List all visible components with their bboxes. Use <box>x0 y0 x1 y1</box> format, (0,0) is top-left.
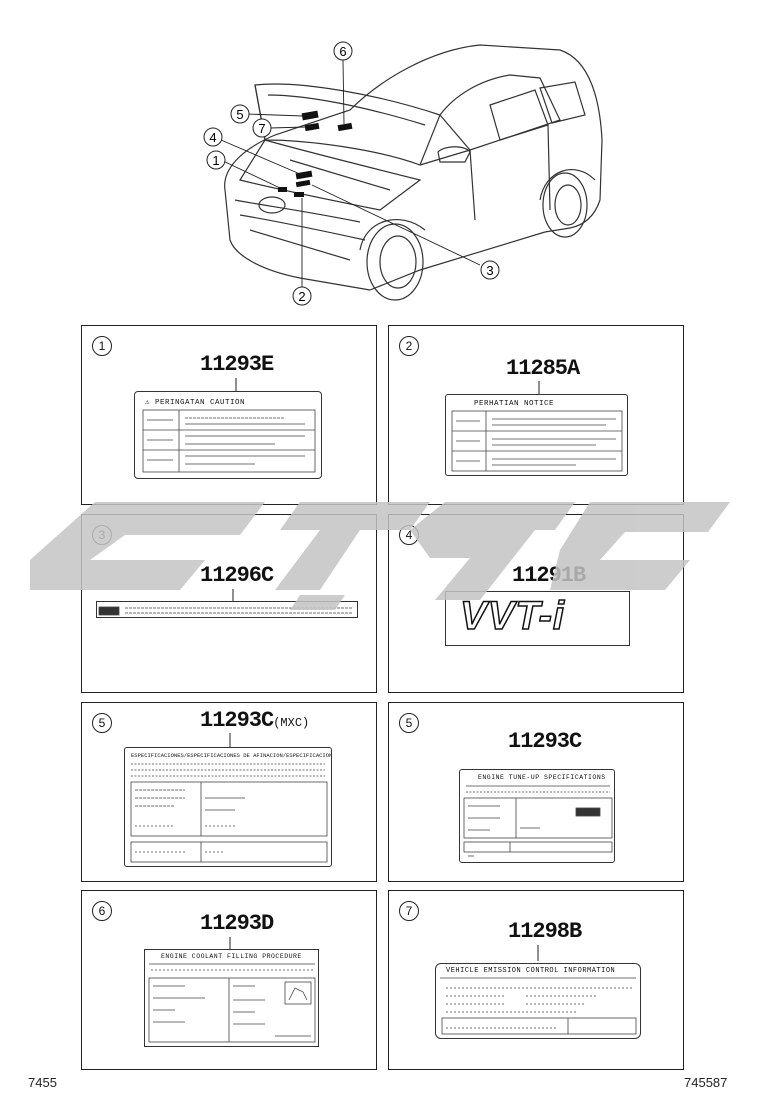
label-lines <box>142 409 316 473</box>
panel-number: 2 <box>399 336 419 356</box>
leader-line <box>537 945 539 961</box>
label-title: VEHICLE EMISSION CONTROL INFORMATION <box>446 967 616 975</box>
strip-label <box>96 601 358 618</box>
coolant-label: ENGINE COOLANT FILLING PROCEDURE <box>144 949 319 1047</box>
part-number: 11291B <box>512 563 586 588</box>
svg-text:1: 1 <box>212 153 219 168</box>
panel-number: 5 <box>399 713 419 733</box>
part-number: 11293E <box>200 352 274 377</box>
svg-text:2: 2 <box>298 289 305 304</box>
emblem-text: VVT-i <box>459 593 566 639</box>
part-number: 11293C <box>508 729 582 754</box>
panel-2: 2 11285A PERHATIAN NOTICE <box>388 325 684 505</box>
callout-2-car: 2 <box>292 286 312 306</box>
panel-7: 7 11298B VEHICLE EMISSION CONTROL INFORM… <box>388 890 684 1070</box>
vvti-emblem: VVT-i <box>445 591 630 646</box>
svg-text:5: 5 <box>236 107 243 122</box>
label-lines <box>130 763 328 863</box>
panel-number: 5 <box>92 713 112 733</box>
callout-7-car: 7 <box>252 118 272 138</box>
svg-text:3: 3 <box>486 263 493 278</box>
panel-4: 4 11291B VVT-i <box>388 514 684 693</box>
footer-left-code: 7455 <box>28 1075 57 1090</box>
panel-number: 6 <box>92 901 112 921</box>
panel-number: 1 <box>92 336 112 356</box>
panel-number: 3 <box>92 525 112 545</box>
footer-right-code: 745587 <box>684 1075 728 1090</box>
panel-3: 3 11296C <box>81 514 377 693</box>
part-number: 11293C(MXC) <box>200 708 309 733</box>
panel-number: 7 <box>399 901 419 921</box>
spec-label-mxc: ESPECIFICACIONES/ESPECIFICACIONES DE AFI… <box>124 747 332 867</box>
part-number-suffix: (MXC) <box>273 716 310 730</box>
callout-1-car: 1 <box>206 150 226 170</box>
label-lines <box>451 410 623 472</box>
svg-text:6: 6 <box>339 44 346 59</box>
label-lines <box>440 977 637 1035</box>
leader-line <box>538 381 540 395</box>
leader-line <box>235 378 237 392</box>
notice-label: PERHATIAN NOTICE <box>445 394 628 476</box>
label-title: ENGINE COOLANT FILLING PROCEDURE <box>161 953 302 960</box>
label-title: PERHATIAN NOTICE <box>474 400 555 408</box>
label-title: ⚠ PERINGATAN CAUTION <box>145 399 246 407</box>
part-number: 11298B <box>508 919 582 944</box>
part-number: 11296C <box>200 563 274 588</box>
label-title: ENGINE TUNE-UP SPECIFICATIONS <box>478 774 606 781</box>
leader-line <box>229 937 231 951</box>
leader-line <box>232 589 234 601</box>
label-title: ESPECIFICACIONES/ESPECIFICACIONES DE AFI… <box>131 752 331 759</box>
callout-4-car: 4 <box>203 127 223 147</box>
panel-5-mxc: 5 11293C(MXC) ESPECIFICACIONES/ESPECIFIC… <box>81 702 377 882</box>
emission-label: VEHICLE EMISSION CONTROL INFORMATION <box>435 963 641 1039</box>
part-number-main: 11293C <box>200 708 274 733</box>
part-number: 11285A <box>506 356 580 381</box>
caution-label: ⚠ PERINGATAN CAUTION <box>134 391 322 479</box>
panel-6: 6 11293D ENGINE COOLANT FILLING PROCEDUR… <box>81 890 377 1070</box>
callout-3-car: 3 <box>480 260 500 280</box>
panel-1: 1 11293E ⚠ PERINGATAN CAUTION <box>81 325 377 505</box>
part-number: 11293D <box>200 911 274 936</box>
label-lines <box>463 785 613 857</box>
callout-6-car: 6 <box>333 41 353 61</box>
panel-5: 5 11293C ENGINE TUNE-UP SPECIFICATIONS <box>388 702 684 882</box>
panel-number: 4 <box>399 525 419 545</box>
label-lines <box>98 606 352 616</box>
svg-text:7: 7 <box>258 121 265 136</box>
callout-5-car: 5 <box>230 104 250 124</box>
tune-up-label: ENGINE TUNE-UP SPECIFICATIONS <box>459 769 615 863</box>
leader-line <box>229 733 231 748</box>
svg-text:4: 4 <box>209 130 216 145</box>
label-lines <box>148 963 316 1043</box>
car-illustration: 5 7 6 4 1 2 3 <box>203 41 603 306</box>
